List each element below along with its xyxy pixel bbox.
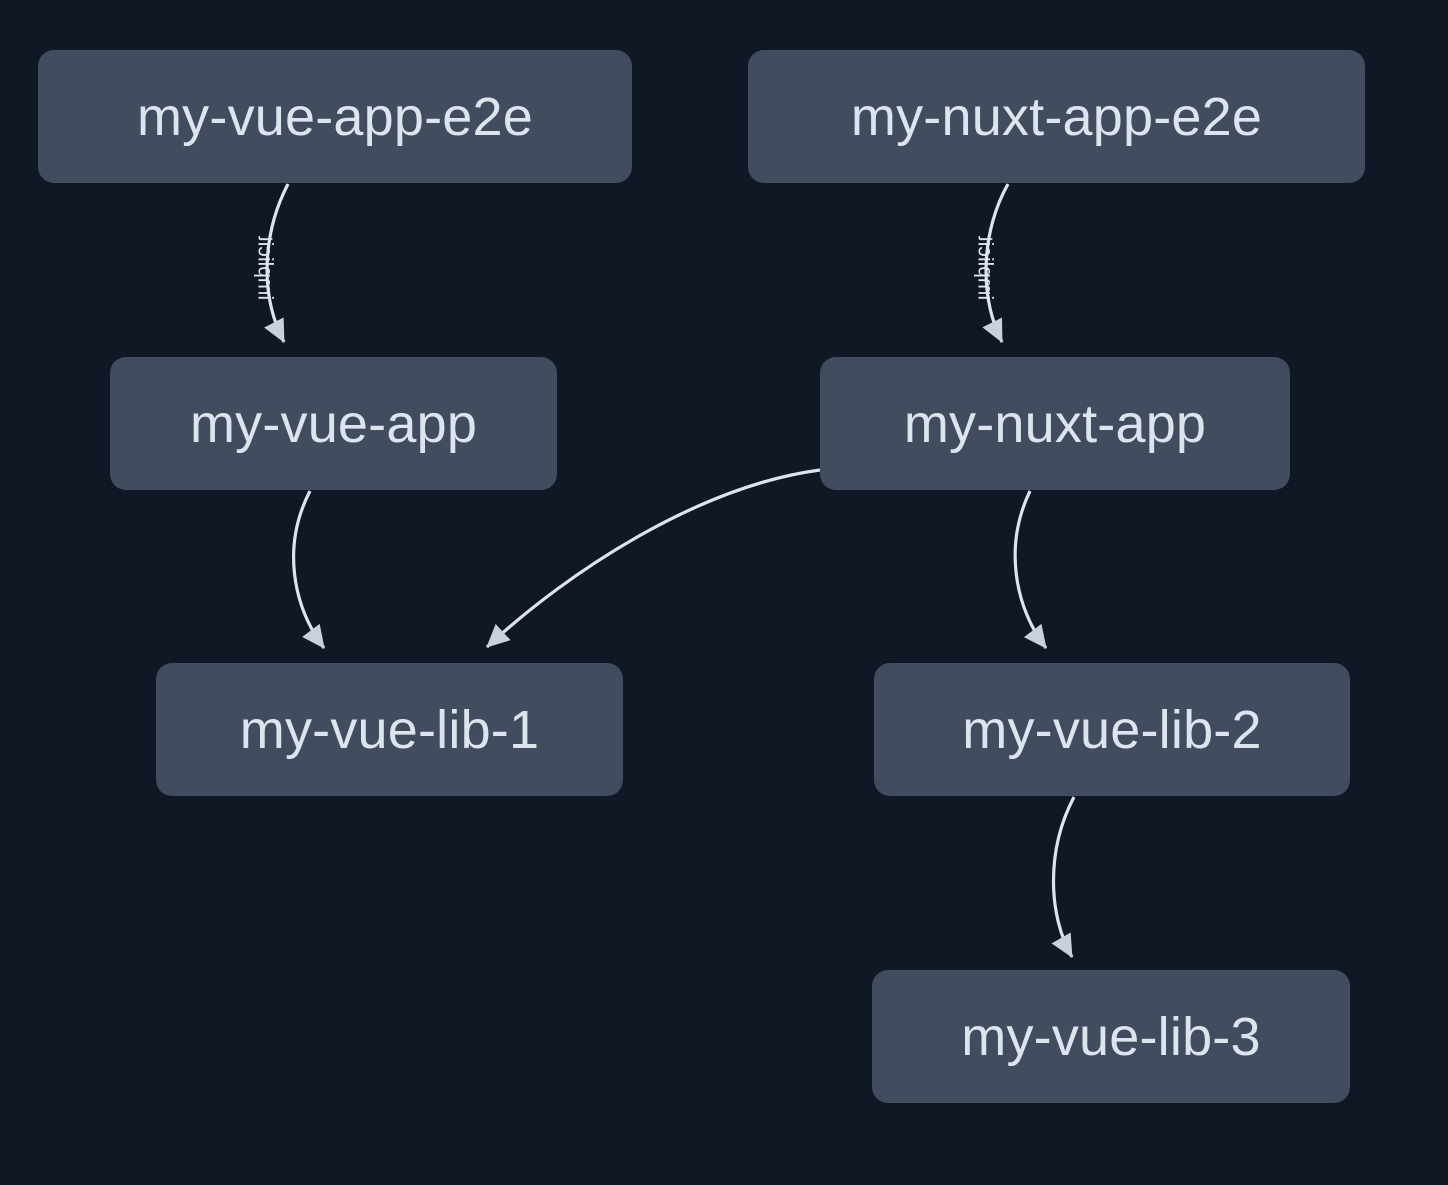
node-label: my-vue-lib-2 [962, 699, 1262, 760]
node-my-vue-lib-2[interactable]: my-vue-lib-2 [874, 663, 1350, 796]
node-my-vue-lib-1[interactable]: my-vue-lib-1 [156, 663, 623, 796]
edge-my-nuxt-app-to-my-vue-lib-1 [485, 468, 821, 649]
node-label: my-nuxt-app [903, 393, 1207, 454]
node-label: my-vue-lib-3 [961, 1006, 1261, 1067]
edge-my-vue-app-to-my-vue-lib-1 [292, 490, 326, 649]
node-my-vue-lib-3[interactable]: my-vue-lib-3 [872, 970, 1350, 1103]
node-label: my-vue-app-e2e [137, 86, 533, 147]
node-label: my-nuxt-app-e2e [850, 86, 1263, 147]
edge-label-implicit-nuxt: implicit [973, 235, 997, 301]
node-my-vue-app[interactable]: my-vue-app [110, 357, 557, 490]
node-label: my-vue-lib-1 [239, 699, 540, 760]
edge-my-vue-lib-2-to-my-vue-lib-3 [1051, 796, 1076, 958]
node-my-nuxt-app-e2e[interactable]: my-nuxt-app-e2e [748, 50, 1365, 183]
edge-my-nuxt-app-to-my-vue-lib-2 [1013, 490, 1048, 649]
node-my-vue-app-e2e[interactable]: my-vue-app-e2e [38, 50, 632, 183]
node-label: my-vue-app [189, 393, 478, 454]
edge-label-implicit-vue: implicit [253, 235, 277, 301]
node-my-nuxt-app[interactable]: my-nuxt-app [820, 357, 1290, 490]
